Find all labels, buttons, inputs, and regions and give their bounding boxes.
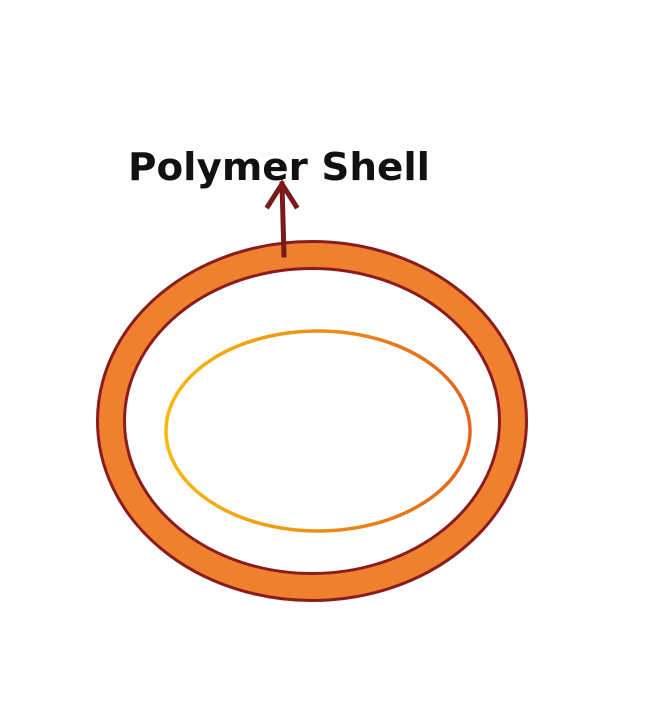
polymer-shell-label: Polymer Shell [128, 145, 430, 189]
polymer-shell-ring [96, 240, 528, 602]
arrow-icon [264, 179, 300, 258]
inner-core-ellipse [164, 329, 472, 533]
